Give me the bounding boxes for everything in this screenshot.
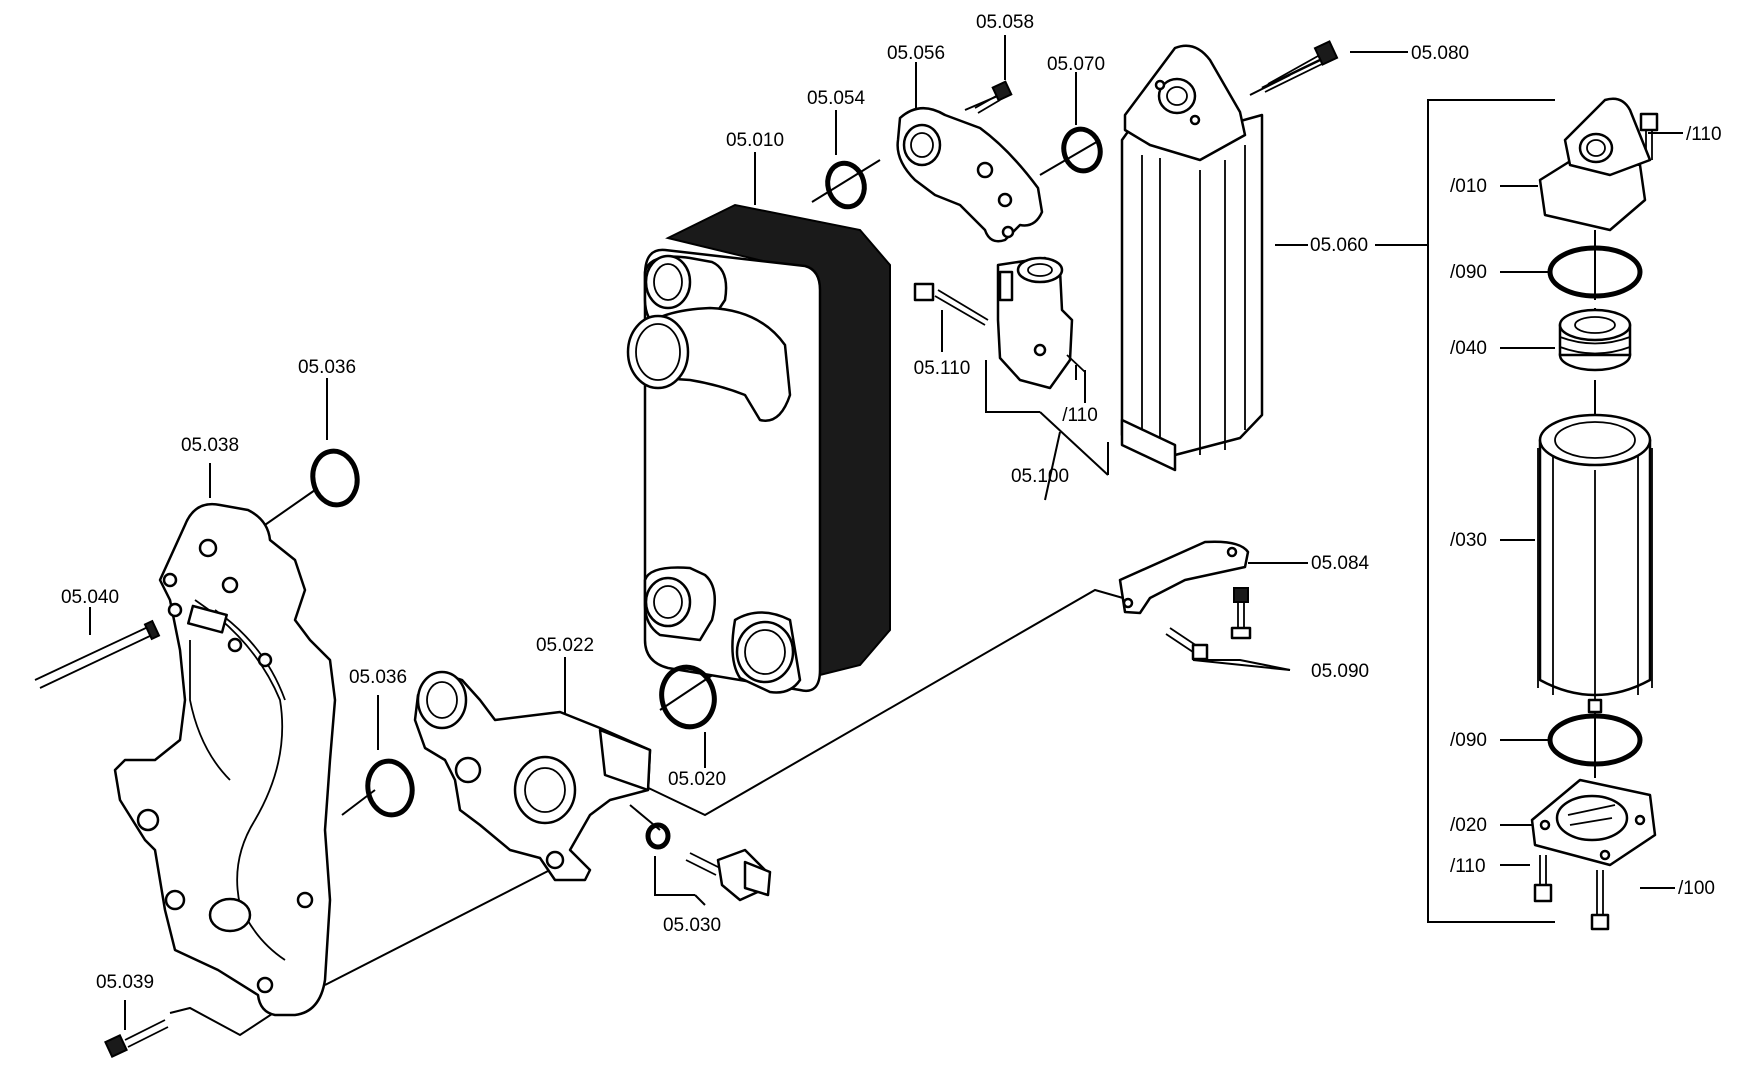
- label-05-070: 05.070: [1047, 54, 1105, 75]
- engine-bracket-part: [113, 502, 337, 1017]
- label-05-080: 05.080: [1411, 43, 1469, 64]
- o-ring-05-054: [825, 160, 867, 210]
- label-05-056: 05.056: [887, 43, 945, 64]
- label-040: /040: [1450, 338, 1487, 359]
- label-010: /010: [1450, 176, 1487, 197]
- label-05-110: 05.110: [914, 358, 971, 379]
- label-05-030: 05.030: [663, 915, 721, 936]
- filter-element-part: [1558, 308, 1632, 372]
- label-110-valve: /110: [1062, 405, 1098, 426]
- label-05-010: 05.010: [726, 130, 784, 151]
- o-ring-05-036-top: [310, 448, 360, 508]
- pin-110: [1066, 354, 1086, 373]
- o-ring-090-top: [1547, 245, 1643, 299]
- label-100: /100: [1678, 878, 1715, 899]
- filter-cylinder-part: [1537, 413, 1653, 714]
- filter-cap-part: [1538, 97, 1652, 232]
- o-ring-090-bottom: [1547, 713, 1643, 767]
- label-05-039: 05.039: [96, 972, 154, 993]
- support-bracket-part: [1118, 540, 1250, 615]
- bolt-05-058: [974, 80, 1013, 114]
- bolt-05-090-b: [1230, 587, 1252, 640]
- bolt-100: [1590, 870, 1610, 931]
- o-ring-05-036-bottom: [365, 758, 415, 818]
- bolt-110-bottom: [1533, 855, 1553, 903]
- label-05-020: 05.020: [668, 769, 726, 790]
- label-05-084: 05.084: [1311, 553, 1370, 574]
- label-05-100: 05.100: [1011, 466, 1069, 487]
- label-05-036-top: 05.036: [298, 357, 356, 378]
- label-05-036-bottom: 05.036: [349, 667, 407, 688]
- label-05-054: 05.054: [807, 88, 866, 109]
- label-05-038: 05.038: [181, 435, 239, 456]
- label-05-022: 05.022: [536, 635, 594, 656]
- sensor-part: [645, 822, 772, 902]
- bolt-05-080: [1261, 40, 1339, 93]
- bolt-05-090-a: [1165, 627, 1209, 661]
- label-05-060: 05.060: [1310, 235, 1368, 256]
- label-020: /020: [1450, 815, 1487, 836]
- o-ring-05-070: [1061, 126, 1103, 174]
- label-110-base: /110: [1450, 856, 1486, 877]
- bolt-05-040: [34, 619, 161, 689]
- thermostat-housing-part: [413, 670, 652, 882]
- filter-base-part: [1530, 778, 1657, 867]
- pipe-fitting-part: [896, 107, 1044, 243]
- label-05-040: 05.040: [61, 587, 119, 608]
- bolt-05-039: [104, 1019, 169, 1058]
- o-ring-05-020: [659, 664, 717, 730]
- label-05-090: 05.090: [1311, 661, 1369, 682]
- valve-part: [996, 256, 1074, 390]
- filter-housing-part: [1120, 44, 1264, 472]
- label-030: /030: [1450, 530, 1487, 551]
- label-090-top: /090: [1450, 262, 1487, 283]
- label-090-bottom: /090: [1450, 730, 1487, 751]
- label-05-058: 05.058: [976, 12, 1034, 33]
- bolt-05-110: [913, 282, 989, 326]
- heat-exchanger-part: [626, 203, 891, 694]
- label-110-cap: /110: [1686, 124, 1722, 145]
- callout-labels: 05.058 05.080 05.056 05.070 05.054 05.01…: [61, 12, 1722, 993]
